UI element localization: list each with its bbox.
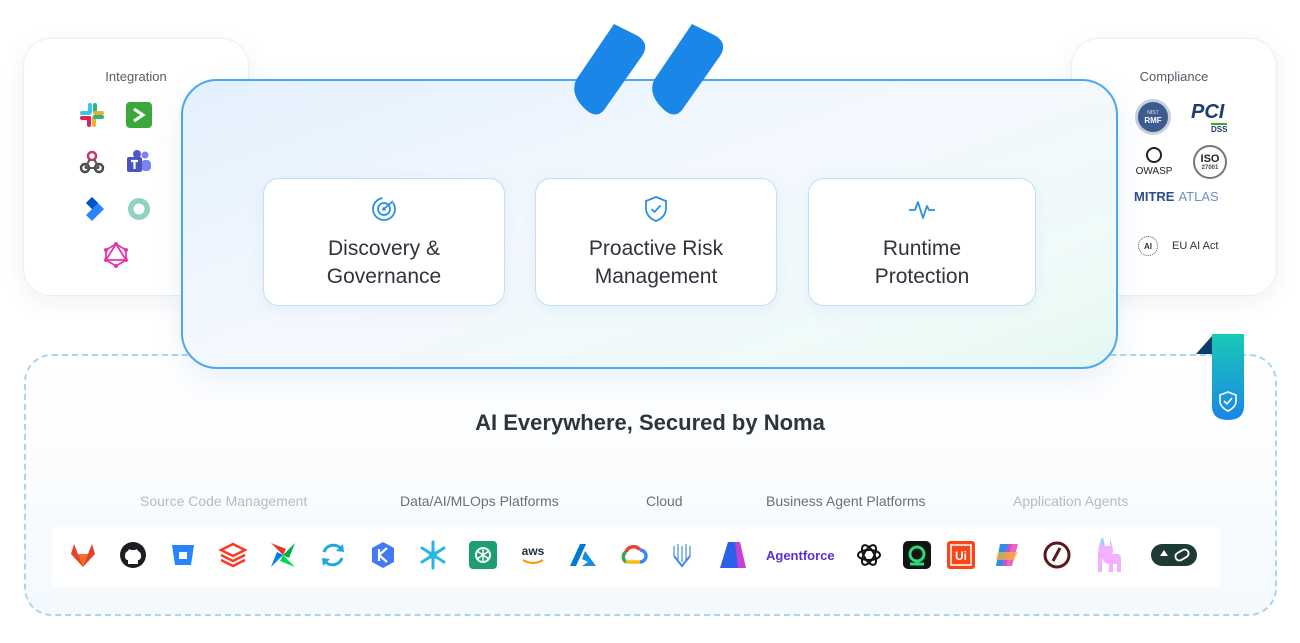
compliance-title: Compliance bbox=[1139, 69, 1209, 84]
llama-icon[interactable] bbox=[1094, 536, 1124, 576]
kubeflow-icon[interactable] bbox=[368, 540, 398, 570]
category-data-ai-mlops[interactable]: Data/AI/MLOps Platforms bbox=[400, 493, 559, 509]
mitre-atlas-badge: MITRE ATLAS bbox=[1134, 188, 1219, 204]
snowflake-icon[interactable] bbox=[418, 540, 448, 570]
aws-icon[interactable]: aws bbox=[518, 540, 548, 570]
svg-text:Agentforce: Agentforce bbox=[766, 548, 835, 563]
bitbucket-icon[interactable] bbox=[168, 540, 198, 570]
teams-icon[interactable] bbox=[125, 148, 153, 176]
openai-green-icon[interactable] bbox=[468, 540, 498, 570]
integration-title: Integration bbox=[105, 69, 167, 84]
openai-icon[interactable] bbox=[854, 540, 884, 570]
databricks-icon[interactable] bbox=[218, 540, 248, 570]
okta-icon[interactable] bbox=[125, 195, 153, 223]
feature-proactive-risk[interactable]: Proactive Risk Management bbox=[535, 178, 777, 306]
jira-icon[interactable] bbox=[78, 195, 106, 223]
feature-runtime-protection[interactable]: Runtime Protection bbox=[808, 178, 1036, 306]
pulse-icon bbox=[909, 201, 935, 219]
nist-rmf-badge: NIST RMF bbox=[1135, 99, 1171, 135]
logo-strip bbox=[52, 527, 1220, 587]
copilot-studio-icon[interactable] bbox=[902, 540, 932, 570]
agentforce-logo[interactable]: Agentforce bbox=[766, 540, 836, 570]
noma-logo-icon bbox=[574, 24, 724, 115]
section-title: AI Everywhere, Secured by Noma bbox=[475, 410, 825, 435]
terminal-icon[interactable] bbox=[125, 101, 153, 129]
azure-ai-icon[interactable] bbox=[718, 540, 748, 570]
graphql-icon[interactable] bbox=[102, 241, 130, 269]
eu-stars-icon: AI bbox=[1138, 236, 1158, 256]
eu-ai-act-badge: AI EU AI Act bbox=[1138, 235, 1248, 257]
shield-check-icon bbox=[645, 196, 667, 222]
feature-title-line1: Discovery & bbox=[327, 237, 441, 260]
owasp-badge: OWASP bbox=[1134, 143, 1174, 181]
n8n-link-icon[interactable] bbox=[1150, 540, 1198, 570]
category-business-agents[interactable]: Business Agent Platforms bbox=[766, 493, 926, 509]
uipath-icon[interactable]: Ui bbox=[946, 540, 976, 570]
feature-title-line2: Governance bbox=[326, 265, 442, 288]
svg-text:aws: aws bbox=[522, 544, 545, 558]
pci-dss-badge: PCI DSS bbox=[1191, 100, 1228, 134]
feature-title-line2: Protection bbox=[874, 265, 970, 288]
owasp-icon bbox=[1146, 147, 1162, 163]
security-ribbon bbox=[1196, 334, 1244, 420]
category-cloud[interactable]: Cloud bbox=[646, 493, 683, 509]
vertex-ai-icon[interactable] bbox=[668, 540, 698, 570]
category-application-agents[interactable]: Application Agents bbox=[1013, 493, 1129, 509]
azure-icon[interactable] bbox=[568, 540, 598, 570]
radar-icon bbox=[372, 197, 396, 221]
google-cloud-icon[interactable] bbox=[618, 540, 648, 570]
slack-icon[interactable] bbox=[78, 101, 106, 129]
claude-code-icon[interactable] bbox=[1042, 540, 1072, 570]
category-source-code[interactable]: Source Code Management bbox=[140, 493, 308, 509]
feature-title-line1: Runtime bbox=[882, 237, 962, 260]
iso-27001-badge: ISO 27001 bbox=[1193, 145, 1227, 179]
microsoft-copilot-icon[interactable] bbox=[992, 540, 1022, 570]
webhook-icon[interactable] bbox=[78, 148, 106, 176]
airflow-icon[interactable] bbox=[268, 540, 298, 570]
feature-discovery-governance[interactable]: Discovery & Governance bbox=[263, 178, 505, 306]
feature-title-line1: Proactive Risk bbox=[588, 237, 724, 260]
gitlab-icon[interactable] bbox=[68, 540, 98, 570]
svg-text:Ui: Ui bbox=[955, 549, 967, 563]
feature-title-line2: Management bbox=[594, 265, 718, 288]
github-icon[interactable] bbox=[118, 540, 148, 570]
sync-icon[interactable] bbox=[318, 540, 348, 570]
